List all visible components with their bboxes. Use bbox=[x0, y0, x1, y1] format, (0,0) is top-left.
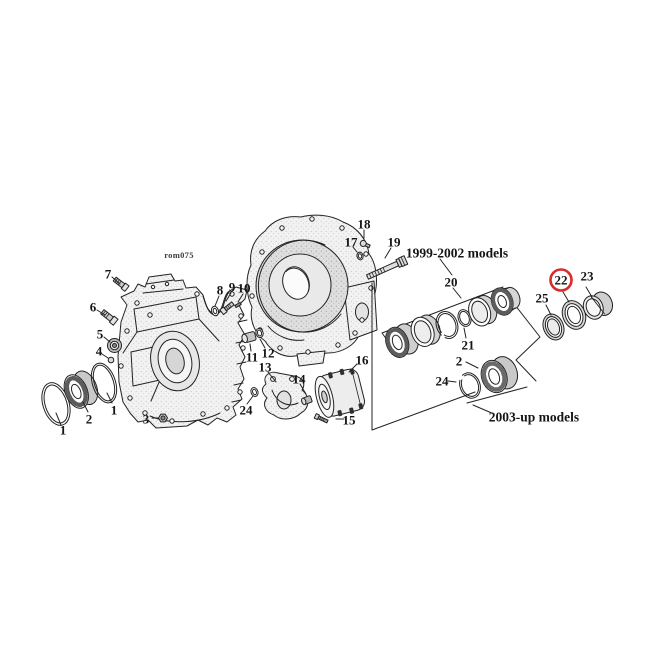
callout-number: 4 bbox=[96, 344, 103, 359]
callout-number: 21 bbox=[462, 338, 475, 353]
callout-number: 9 bbox=[229, 280, 236, 295]
callout-number: 23 bbox=[581, 269, 595, 284]
crankcase-left-half bbox=[117, 273, 248, 429]
cover-bottom-tab bbox=[296, 350, 326, 367]
callout-number: 25 bbox=[536, 291, 550, 306]
o-ring-17 bbox=[356, 251, 364, 261]
nut-3 bbox=[158, 413, 168, 423]
crankcase-right-half bbox=[246, 214, 378, 367]
callout-13: 13 bbox=[259, 360, 273, 375]
callout-15: 15 bbox=[343, 413, 357, 428]
callout-1: 1 bbox=[60, 423, 67, 438]
callout-5: 5 bbox=[97, 327, 104, 342]
callout-number: 8 bbox=[217, 283, 224, 298]
screw-7 bbox=[112, 276, 130, 292]
callout-number: 7 bbox=[105, 267, 112, 282]
callout-23: 23 bbox=[581, 269, 595, 284]
callout-10: 10 bbox=[238, 281, 251, 296]
bolt-19 bbox=[366, 255, 409, 280]
callout-number: 2 bbox=[86, 412, 93, 427]
washer-8 bbox=[210, 305, 220, 317]
callout-number: 1 bbox=[60, 423, 67, 438]
bearing-2 bbox=[480, 356, 519, 394]
callout-number: 2 bbox=[456, 354, 463, 369]
callout-number: 24 bbox=[436, 374, 450, 389]
bearing-set-1999-2002 bbox=[385, 286, 521, 358]
callout-number: 16 bbox=[356, 353, 370, 368]
callout-22-highlighted: 22 bbox=[549, 268, 573, 292]
callout-19: 19 bbox=[388, 235, 402, 250]
o-ring-1-right bbox=[90, 362, 118, 404]
callout-24: 24 bbox=[240, 403, 254, 418]
crank-bore bbox=[150, 330, 200, 392]
callout-17: 17 bbox=[345, 235, 359, 250]
callout-7: 7 bbox=[105, 267, 112, 282]
callout-number: 22 bbox=[555, 273, 568, 288]
model-group-label: 1999-2002 models bbox=[406, 246, 508, 261]
callout-20: 20 bbox=[445, 275, 458, 290]
callout-number: 24 bbox=[240, 403, 254, 418]
callout-number: 12 bbox=[262, 346, 275, 361]
leader-lines bbox=[55, 229, 593, 426]
callout-number: 1 bbox=[111, 403, 118, 418]
callout-2: 2 bbox=[456, 354, 463, 369]
tapered-roller-bearing bbox=[490, 286, 521, 316]
callout-14: 14 bbox=[293, 372, 307, 387]
callout-number: 3 bbox=[143, 412, 150, 427]
group-frame-lines bbox=[371, 282, 541, 431]
o-ring-12 bbox=[255, 327, 264, 339]
callout-1: 1 bbox=[111, 403, 118, 418]
oil-filter-16 bbox=[314, 368, 366, 418]
callout-3: 3 bbox=[143, 412, 150, 427]
screw-15 bbox=[313, 413, 329, 424]
bushing-11 bbox=[241, 331, 257, 344]
callout-24: 24 bbox=[436, 374, 450, 389]
bearing-race bbox=[468, 295, 498, 327]
callout-number: 10 bbox=[238, 281, 251, 296]
screw-6 bbox=[100, 309, 119, 326]
screw-9 bbox=[219, 301, 235, 316]
callout-25: 25 bbox=[536, 291, 550, 306]
callout-8: 8 bbox=[217, 283, 224, 298]
callout-number: 17 bbox=[345, 235, 359, 250]
callout-number: 6 bbox=[90, 300, 97, 315]
callout-11: 11 bbox=[246, 350, 258, 365]
model-group-label: 2003-up models bbox=[489, 410, 579, 425]
callout-18: 18 bbox=[358, 217, 372, 232]
callout-4: 4 bbox=[96, 344, 103, 359]
callout-12: 12 bbox=[262, 346, 275, 361]
plug-5 bbox=[107, 338, 122, 353]
callout-9: 9 bbox=[229, 280, 236, 295]
seal-25 bbox=[542, 313, 565, 341]
callout-number: 11 bbox=[246, 350, 258, 365]
bearing-race bbox=[410, 314, 441, 347]
o-ring-24-left bbox=[250, 387, 259, 397]
callout-number: 20 bbox=[445, 275, 458, 290]
callout-16: 16 bbox=[356, 353, 370, 368]
callout-2: 2 bbox=[86, 412, 93, 427]
oil-filter-mount-13 bbox=[261, 371, 309, 420]
highlight-circle bbox=[549, 268, 573, 292]
bearing-set-2003-up bbox=[459, 356, 519, 399]
callout-number: 14 bbox=[293, 372, 307, 387]
snap-ring bbox=[435, 311, 459, 339]
model-group-labels: 1999-2002 models 2003-up models bbox=[406, 246, 579, 425]
retaining-ring-24 bbox=[459, 372, 481, 399]
callout-6: 6 bbox=[90, 300, 97, 315]
pin-10 bbox=[234, 301, 242, 309]
callout-number: 19 bbox=[388, 235, 402, 250]
callout-number: 13 bbox=[259, 360, 273, 375]
screw-18 bbox=[359, 239, 371, 249]
watermark-code: rom075 bbox=[164, 250, 194, 260]
callout-number: 5 bbox=[97, 327, 104, 342]
callout-number: 18 bbox=[358, 217, 372, 232]
sleeve-23 bbox=[582, 291, 614, 320]
callout-number: 15 bbox=[343, 413, 357, 428]
callout-21: 21 bbox=[462, 338, 475, 353]
ball-4 bbox=[107, 356, 115, 364]
center-bore bbox=[282, 266, 310, 300]
fitting-14 bbox=[301, 395, 313, 406]
